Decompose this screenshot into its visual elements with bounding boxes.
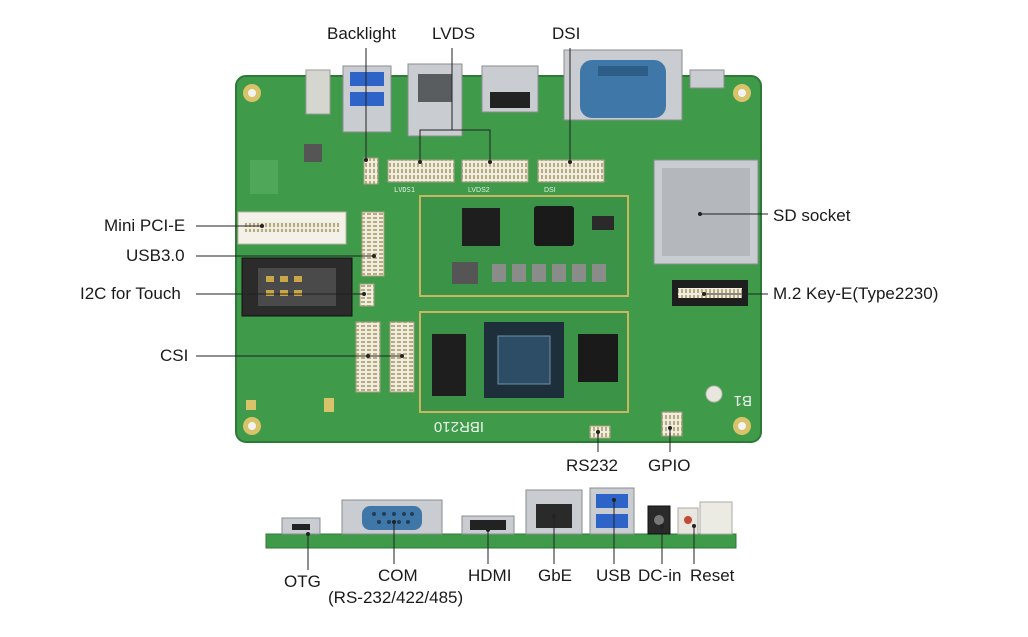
mounting-hole — [733, 84, 751, 102]
svg-text:LVDS1: LVDS1 — [394, 186, 415, 194]
label-com-sub: (RS-232/422/485) — [328, 588, 464, 607]
rj45-top-connector — [407, 63, 463, 137]
label-i2c-touch: I2C for Touch — [80, 284, 181, 303]
hdmi-top-connector — [481, 65, 539, 113]
label-sd-socket: SD socket — [773, 206, 851, 225]
board-model-text: IBR210 — [434, 418, 484, 435]
label-dsi: DSI — [552, 24, 581, 43]
svg-text:LVDS2: LVDS2 — [468, 187, 490, 194]
top-board: LVDS1 LVDS2 DSI — [235, 49, 762, 443]
dc-jack-top — [305, 69, 331, 115]
mounting-hole — [243, 417, 261, 435]
usb3-top-connector — [342, 65, 392, 133]
label-otg: OTG — [284, 572, 321, 591]
mounting-hole — [243, 84, 261, 102]
label-com: COM — [378, 566, 418, 585]
svg-text:DSI: DSI — [544, 187, 556, 194]
label-m2: M.2 Key-E(Type2230) — [773, 284, 939, 303]
mounting-hole — [733, 417, 751, 435]
label-dcin: DC-in — [638, 566, 682, 585]
label-usb30: USB3.0 — [126, 246, 185, 265]
label-backlight: Backlight — [327, 24, 396, 43]
label-rs232: RS232 — [566, 456, 618, 475]
label-gpio: GPIO — [648, 456, 691, 475]
side-board — [265, 487, 737, 549]
label-usb: USB — [596, 566, 631, 585]
label-hdmi: HDMI — [468, 566, 512, 585]
board-rev-text: B1 — [734, 392, 752, 409]
label-lvds: LVDS — [432, 24, 476, 43]
label-gbe: GbE — [538, 566, 573, 585]
leader-dots — [260, 158, 706, 536]
label-reset: Reset — [690, 566, 735, 585]
leader-lines — [196, 48, 768, 570]
label-mini-pcie: Mini PCI-E — [104, 216, 186, 235]
label-csi: CSI — [160, 346, 189, 365]
db9-top-connector — [563, 49, 683, 121]
micro-usb-top — [689, 69, 725, 89]
